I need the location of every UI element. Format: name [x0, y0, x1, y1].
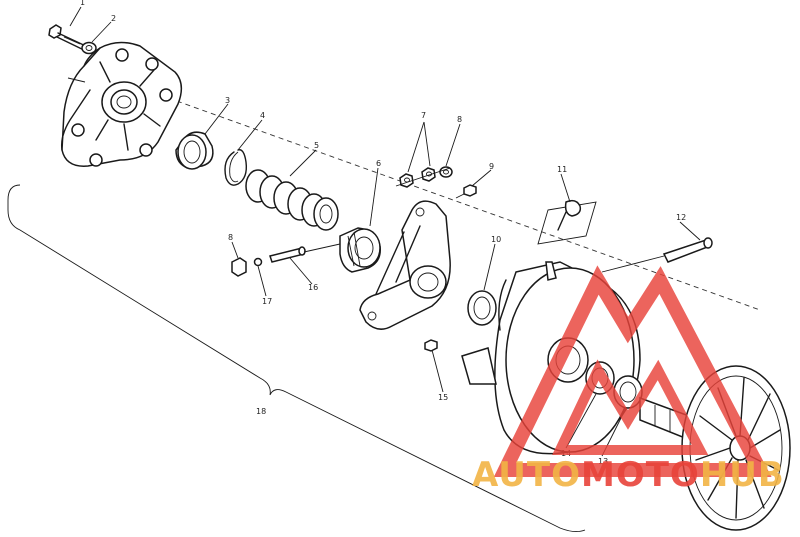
part-clip-tag [537, 199, 597, 245]
callout-3: 3 [225, 96, 230, 105]
callout-11: 11 [557, 165, 567, 174]
part-bracket-arm [359, 200, 451, 330]
part-thrust-washer [467, 290, 497, 326]
part-retainer [339, 227, 381, 273]
callout-5: 5 [314, 141, 319, 150]
leader-lines [69, 6, 701, 457]
watermark-triangle-icon [493, 265, 772, 477]
part-spring [245, 169, 339, 231]
part-fixed-sheave [681, 365, 791, 531]
part-washer [81, 41, 97, 55]
part-cap [231, 257, 263, 277]
callout-12: 12 [676, 213, 686, 222]
assembly-axis-line [159, 94, 761, 311]
part-roller-pin [269, 243, 341, 263]
callout-16: 16 [308, 283, 318, 292]
watermark-text-hub: HUB [700, 455, 785, 495]
watermark-text-moto: MOTO [581, 455, 700, 495]
part-bushing [175, 131, 214, 170]
part-moveable-sheave [461, 261, 641, 455]
callout-13: 13 [598, 457, 608, 466]
watermark-text: AUTOMOTOHUB [472, 455, 785, 495]
watermark-text-auto: AUTO [472, 455, 581, 495]
watermark-logo [493, 265, 772, 477]
callout-8-lower: 8 [228, 233, 233, 242]
callout-10: 10 [491, 235, 501, 244]
part-pin [601, 237, 713, 273]
callout-15: 15 [438, 393, 448, 402]
callout-2: 2 [111, 14, 116, 23]
callout-4: 4 [260, 111, 265, 120]
callout-6: 6 [376, 159, 381, 168]
part-nut-small [455, 184, 477, 199]
part-cover-plate [60, 41, 183, 167]
part-nut-lower [424, 339, 438, 352]
callout-7: 7 [421, 111, 426, 120]
callout-17: 17 [262, 297, 272, 306]
part-nut-set [395, 166, 453, 188]
assembly-group-bracket [7, 184, 586, 533]
callout-18: 18 [256, 407, 266, 416]
part-snap-ring [224, 149, 248, 186]
callout-1: 1 [80, 0, 85, 7]
watermark-inner-triangle-icon [552, 359, 709, 455]
callout-8-upper: 8 [457, 115, 462, 124]
callout-9: 9 [489, 162, 494, 171]
